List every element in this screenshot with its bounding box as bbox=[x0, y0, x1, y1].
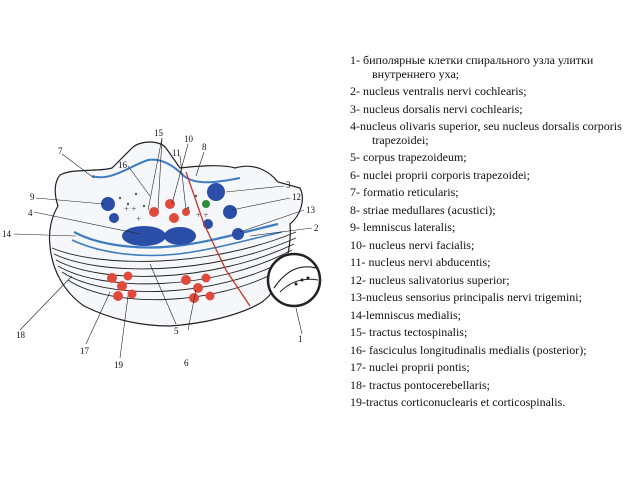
svg-text:15: 15 bbox=[154, 128, 164, 138]
svg-text:3: 3 bbox=[286, 180, 291, 190]
svg-text:+ +: + + bbox=[124, 204, 136, 214]
legend-item: 2- nucleus ventralis nervi cochlearis; bbox=[350, 84, 527, 98]
legend-item: 11- nucleus nervi abducentis; bbox=[350, 255, 491, 269]
legend-item: 6- nuclei proprii corporis trapezoidei; bbox=[350, 167, 530, 182]
svg-text:9: 9 bbox=[30, 192, 35, 202]
cochlear-nucleus-ventral bbox=[223, 205, 237, 219]
svg-text:18: 18 bbox=[16, 330, 26, 340]
facial-nucleus bbox=[149, 207, 159, 217]
svg-text:11: 11 bbox=[172, 148, 181, 158]
legend-list: 1- биполярные клетки спирального узла ул… bbox=[350, 53, 632, 414]
svg-text:16: 16 bbox=[118, 160, 128, 170]
trapezoid-body-upper bbox=[73, 222, 279, 249]
legend-item: 17- nuclei proprii pontis; bbox=[350, 360, 470, 374]
legend-item: 1- биполярные клетки спирального узла ул… bbox=[350, 53, 594, 81]
legend-item: 9- lemniscus lateralis; bbox=[350, 220, 456, 234]
legend-item: 14-lemniscus medialis; bbox=[350, 307, 461, 322]
legend-item: 19-tractus corticonuclearis et corticosp… bbox=[350, 395, 566, 409]
svg-text:19: 19 bbox=[114, 360, 124, 370]
svg-text:+: + bbox=[136, 214, 141, 224]
brainstem-section-diagram: + + + + + bbox=[2, 128, 322, 370]
svg-text:2: 2 bbox=[314, 223, 319, 233]
cochlear-nerve bbox=[185, 171, 251, 307]
cochlear-nucleus-dorsal bbox=[207, 183, 225, 201]
inner-ear-inset bbox=[266, 252, 322, 308]
svg-text:12: 12 bbox=[292, 192, 301, 202]
svg-text:4: 4 bbox=[28, 208, 33, 218]
callout-numbers: 1 2 3 4 5 6 7 8 9 10 11 12 13 14 15 16 1… bbox=[2, 128, 319, 370]
superior-olive-right bbox=[164, 227, 196, 245]
svg-text:6: 6 bbox=[184, 358, 189, 368]
legend-item: 12- nucleus salivatorius superior; bbox=[350, 272, 510, 287]
tegmentum-border bbox=[91, 158, 241, 184]
svg-text:1: 1 bbox=[298, 334, 303, 344]
legend-item: 5- corpus trapezoideum; bbox=[350, 150, 467, 164]
trapezoid-body-lower bbox=[71, 231, 283, 257]
lemniscus-lateralis-left bbox=[101, 197, 115, 211]
red-nuclei bbox=[107, 199, 215, 303]
legend-item: 3- nucleus dorsalis nervi cochlearis; bbox=[350, 101, 523, 116]
legend-item: 10- nucleus nervi facialis; bbox=[350, 237, 475, 252]
svg-text:7: 7 bbox=[58, 146, 63, 156]
svg-text:+ +: + + bbox=[196, 210, 208, 220]
legend-item: 15- tractus tectospinalis; bbox=[350, 325, 468, 339]
legend-item: 8- striae medullares (acustici); bbox=[350, 202, 496, 217]
svg-text:10: 10 bbox=[184, 134, 194, 144]
svg-text:13: 13 bbox=[306, 205, 316, 215]
legend-item: 4-nucleus olivaris superior, seu nucleus… bbox=[350, 119, 622, 147]
legend-item: 7- formatio reticularis; bbox=[350, 185, 459, 199]
salivatory-nucleus bbox=[202, 200, 210, 208]
blue-nuclei bbox=[101, 183, 244, 246]
svg-text:14: 14 bbox=[2, 229, 12, 239]
svg-text:5: 5 bbox=[174, 326, 179, 336]
svg-text:8: 8 bbox=[202, 142, 207, 152]
callout-leaders bbox=[13, 137, 313, 359]
legend-item: 18- tractus pontocerebellaris; bbox=[350, 377, 490, 392]
superior-olive-left bbox=[122, 226, 166, 246]
legend-item: 13-nucleus sensorius principalis nervi t… bbox=[350, 290, 582, 304]
legend-item: 16- fasciculus longitudinalis medialis (… bbox=[350, 342, 587, 357]
svg-text:17: 17 bbox=[80, 346, 90, 356]
